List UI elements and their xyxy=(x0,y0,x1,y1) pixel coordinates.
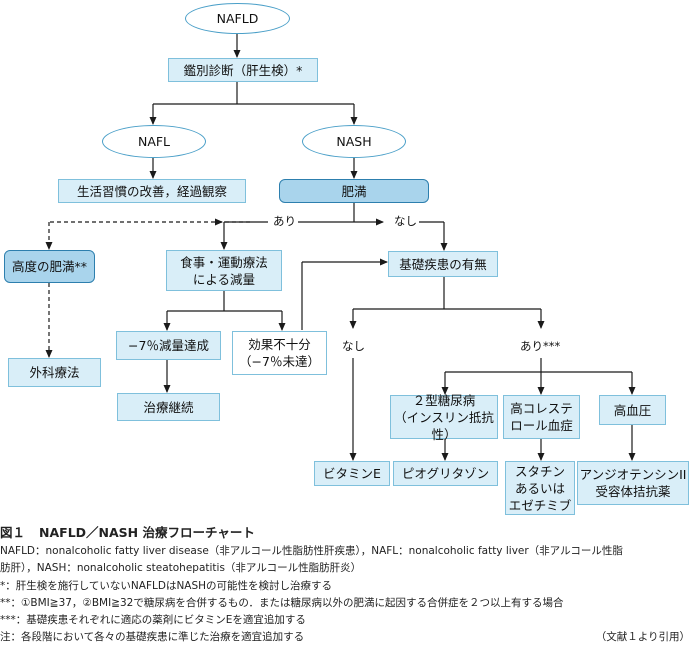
nash-node: NASH xyxy=(302,125,406,158)
pioglitazone-node: ピオグリタゾン xyxy=(393,461,498,486)
insufficient-effect-label-2: （−7％未達） xyxy=(239,354,320,369)
edge-label-yes: あり xyxy=(271,213,298,229)
diet-exercise-label-1: 食事・運動療法 xyxy=(180,254,268,270)
caption-reference: （文献１より引用） xyxy=(595,631,690,644)
severe-obesity-label: 高度の肥満** xyxy=(11,259,87,274)
figure-number: 図１ xyxy=(0,525,26,540)
nash-label: NASH xyxy=(336,134,372,149)
underlying-disease-label: 基礎疾患の有無 xyxy=(399,256,487,272)
hypercholesterolemia-node: 高コレステ ロール血症 xyxy=(503,395,580,439)
caption-abbrev-line-1: NAFLD：nonalcoholic fatty liver disease（非… xyxy=(0,545,623,558)
hypercholesterolemia-label-2: ロール血症 xyxy=(510,418,573,433)
hypertension-label: 高血圧 xyxy=(613,402,652,418)
obesity-label: 肥満 xyxy=(341,183,367,199)
statin-label-3: エゼチミブ xyxy=(508,497,572,513)
nafl-label: NAFL xyxy=(137,134,171,149)
continue-treatment-label: 治療継続 xyxy=(143,399,194,415)
obesity-node: 肥満 xyxy=(279,179,429,203)
insufficient-effect-node: 効果不十分 （−7％未達） xyxy=(232,331,327,375)
caption-note-4-row: 注：各段階において各々の基礎疾患に準じた治療を適宜追加する （文献１より引用） xyxy=(0,629,690,646)
nafld-label: NAFLD xyxy=(216,11,259,26)
caption-title-row: 図１ NAFLD／NASH 治療フローチャート xyxy=(0,524,699,541)
flowchart: NAFLD 鑑別診断（肝生検）* NAFL NASH 生活習慣の改善，経過観察 … xyxy=(4,3,689,515)
pioglitazone-label: ピオグリタゾン xyxy=(401,466,490,481)
edge-label-yes-triple: あり*** xyxy=(520,339,561,353)
vitamin-e-node: ビタミンE xyxy=(314,461,390,486)
figure-title: NAFLD／NASH 治療フローチャート xyxy=(39,525,255,540)
arb-label-1: アンジオテンシンII xyxy=(579,467,687,482)
severe-obesity-node: 高度の肥満** xyxy=(4,250,95,283)
diagnosis-label: 鑑別診断（肝生検）* xyxy=(183,62,303,78)
diabetes-label-2: （インスリン抵抗性） xyxy=(394,409,494,442)
diabetes-label-1: ２型糖尿病 xyxy=(412,392,476,408)
caption-abbrev-line-2: 肪肝），NASH：nonalcoholic steatohepatitis（非ア… xyxy=(0,562,362,575)
diabetes-node: ２型糖尿病 （インスリン抵抗性） xyxy=(390,392,498,442)
lifestyle-label: 生活習慣の改善，経過観察 xyxy=(76,183,227,199)
edge-label-no-2: なし xyxy=(342,339,365,353)
insufficient-effect-label-1: 効果不十分 xyxy=(248,337,311,352)
caption-note-1: *：肝生検を施行していないNAFLDはNASHの可能性を検討し治療する xyxy=(0,579,333,592)
caption-note-2: **：①BMI≧37，②BMI≧32で糖尿病を合併するもの．または糖尿病以外の肥… xyxy=(0,596,564,609)
nafld-node: NAFLD xyxy=(185,3,290,34)
connector-lines xyxy=(45,34,636,461)
caption-note-4: 注：各段階において各々の基礎疾患に準じた治療を適宜追加する xyxy=(0,631,305,644)
edge-label-no: なし xyxy=(392,213,419,229)
continue-treatment-node: 治療継続 xyxy=(117,393,220,421)
statin-label-2: あるいは xyxy=(514,480,565,496)
diet-exercise-label-2: による減量 xyxy=(192,271,256,287)
figure-caption: 図１ NAFLD／NASH 治療フローチャート NAFLD：nonalcoholi… xyxy=(0,524,699,646)
hypercholesterolemia-label-1: 高コレステ xyxy=(510,401,573,416)
hypertension-node: 高血圧 xyxy=(599,395,666,425)
surgery-node: 外科療法 xyxy=(8,358,101,387)
lifestyle-node: 生活習慣の改善，経過観察 xyxy=(58,179,246,203)
diet-exercise-node: 食事・運動療法 による減量 xyxy=(166,250,282,291)
vitamin-e-label: ビタミンE xyxy=(323,466,381,481)
nafl-node: NAFL xyxy=(102,125,206,158)
statin-label-1: スタチン xyxy=(514,463,565,479)
diagnosis-node: 鑑別診断（肝生検）* xyxy=(168,58,318,82)
caption-note-3: ***：基礎疾患それぞれに適応の薬剤にビタミンEを適宜追加する xyxy=(0,614,306,627)
reduction-achieved-label: −7％減量達成 xyxy=(128,338,209,353)
underlying-disease-node: 基礎疾患の有無 xyxy=(388,251,498,277)
surgery-label: 外科療法 xyxy=(29,365,80,380)
arb-node: アンジオテンシンII 受容体拮抗薬 xyxy=(577,461,689,505)
reduction-achieved-node: −7％減量達成 xyxy=(116,331,221,360)
arb-label-2: 受容体拮抗薬 xyxy=(595,484,671,499)
statin-node: スタチン あるいは エゼチミブ xyxy=(505,461,575,515)
